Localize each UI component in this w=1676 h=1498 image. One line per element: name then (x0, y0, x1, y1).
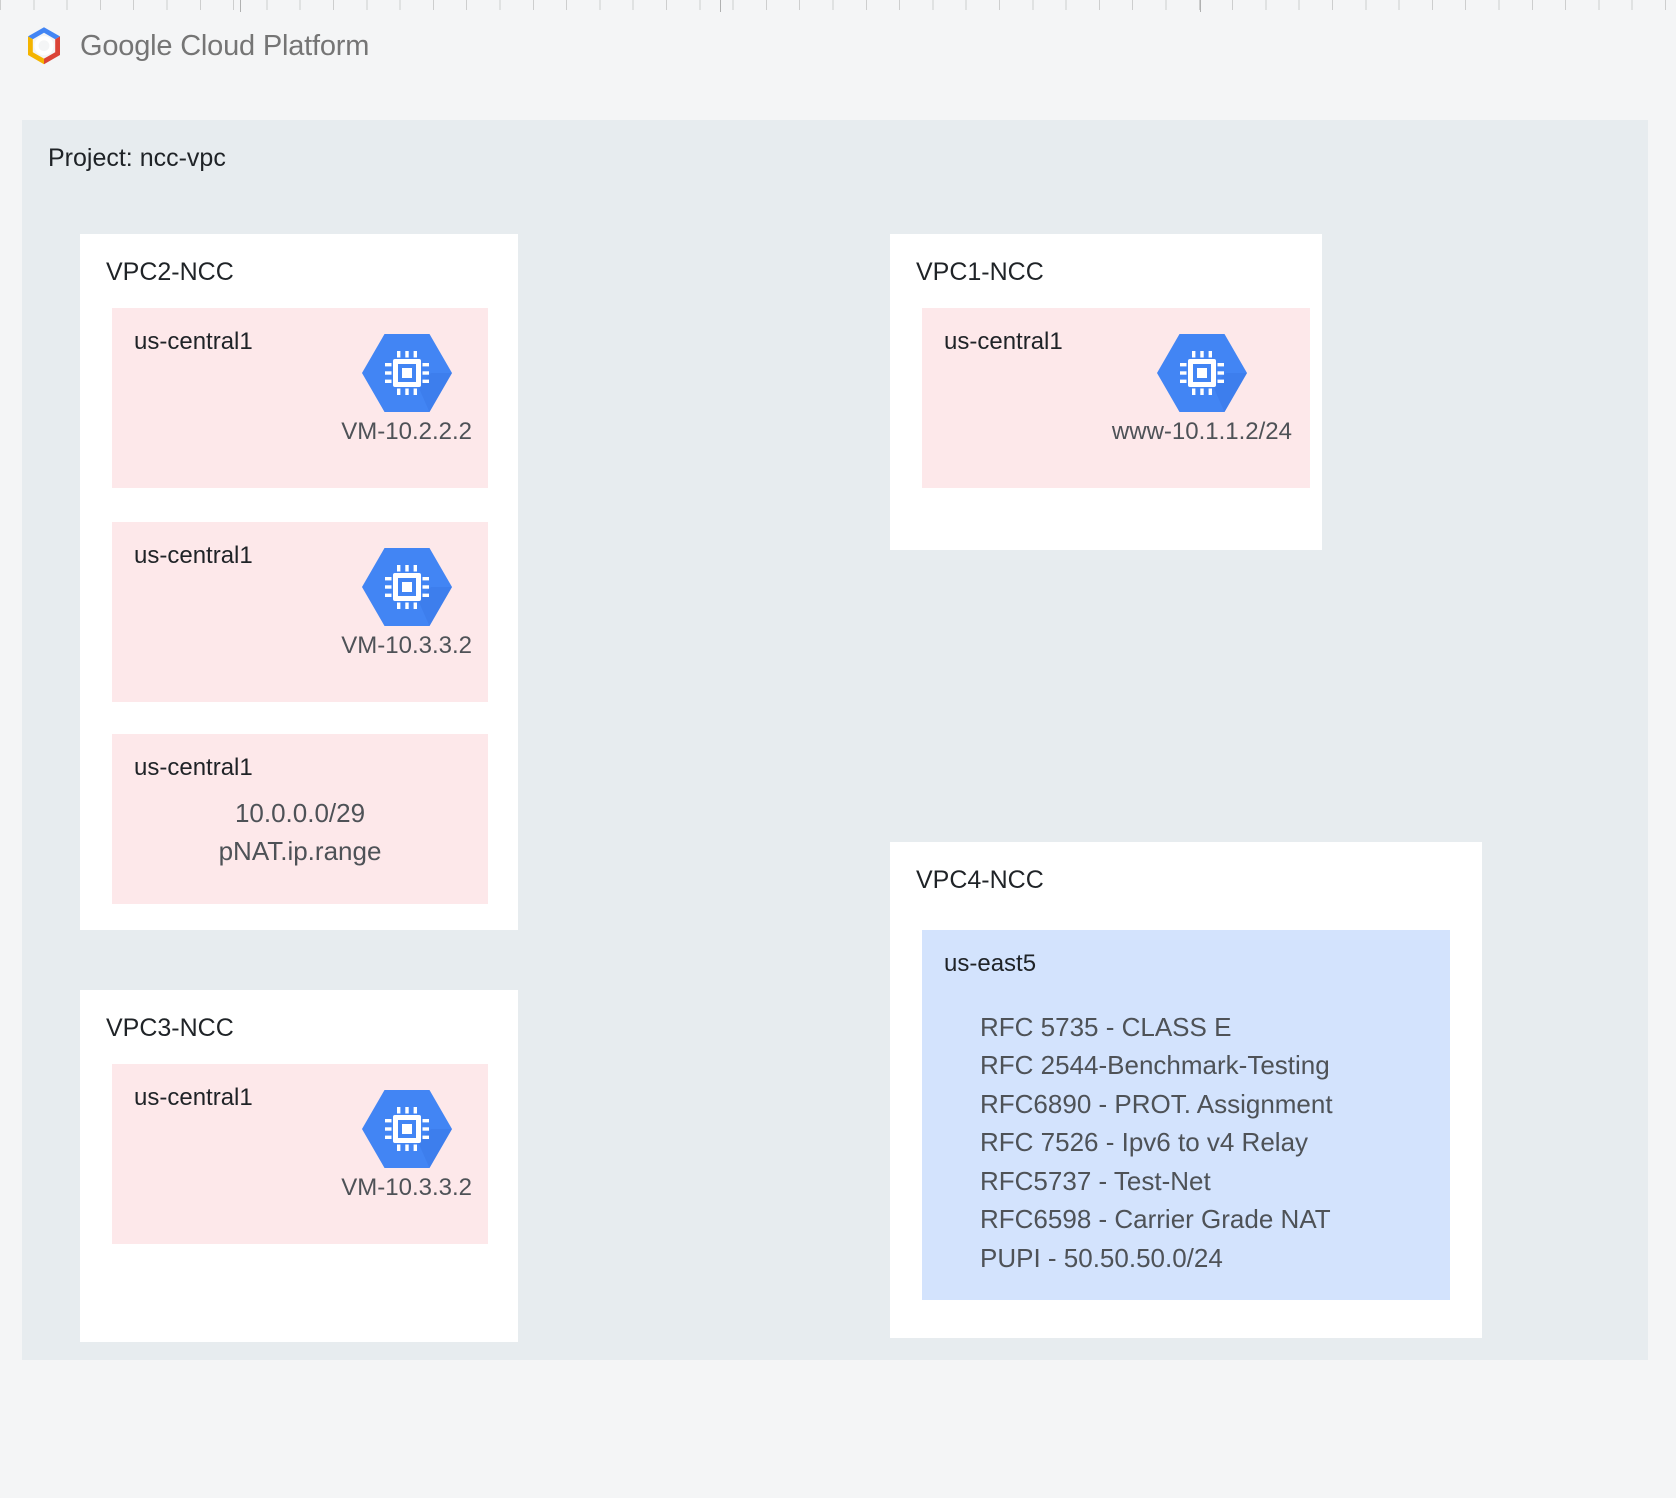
vm-caption: VM-10.2.2.2 (341, 418, 472, 445)
ruler-major-tick (1200, 0, 1201, 12)
rfc-list-item: RFC6890 - PROT. Assignment (980, 1088, 1333, 1119)
vm-instance-block[interactable]: VM-10.3.3.2 (341, 544, 472, 660)
pnat-line: pNAT.ip.range (218, 836, 382, 867)
vm-caption: VM-10.3.3.2 (341, 632, 472, 659)
subnet-card-vm-10-3-3-2[interactable]: us-central1 (112, 522, 488, 702)
subnet-card-pnat-range[interactable]: us-central1 10.0.0.0/29 pNAT.ip.range (112, 734, 488, 904)
vm-caption: VM-10.3.3.2 (341, 1174, 472, 1201)
vm-caption: www-10.1.1.2/24 (1111, 418, 1292, 445)
vm-instance-block[interactable]: www-10.1.1.2/24 (1112, 330, 1292, 446)
vm-instance-icon (1156, 330, 1248, 416)
subnet-card-www-10-1-1-2[interactable]: us-central1 (922, 308, 1310, 488)
vpc-card-vpc3[interactable]: VPC3-NCC us-central1 (80, 990, 518, 1342)
region-label: us-central1 (134, 542, 253, 569)
vpc-title: VPC3-NCC (106, 1014, 234, 1042)
pnat-range-text: 10.0.0.0/29 pNAT.ip.range (112, 794, 488, 871)
rfc-list-item: RFC 5735 - CLASS E (980, 1012, 1232, 1042)
rfc-list-item: RFC 2544-Benchmark-Testing (980, 1050, 1330, 1081)
region-label: us-central1 (134, 328, 253, 355)
vpc-title: VPC4-NCC (916, 866, 1044, 894)
vm-instance-block[interactable]: VM-10.2.2.2 (341, 330, 472, 446)
region-label: us-central1 (134, 1084, 253, 1111)
vpc-title: VPC1-NCC (916, 258, 1044, 286)
google-cloud-logo-icon (22, 24, 66, 68)
brand-wordmark: Google Cloud Platform (80, 30, 369, 63)
region-label: us-central1 (944, 328, 1063, 355)
vpc-title: VPC2-NCC (106, 258, 234, 286)
rfc-list-item: RFC 7526 - Ipv6 to v4 Relay (980, 1127, 1309, 1158)
vm-instance-icon (361, 330, 453, 416)
brand-header: Google Cloud Platform (22, 24, 369, 68)
vm-instance-icon (361, 544, 453, 630)
rfc-list-item: PUPI - 50.50.50.0/24 (980, 1242, 1223, 1273)
project-label: Project: ncc-vpc (48, 144, 226, 172)
region-label: us-central1 (134, 754, 253, 781)
subnet-card-vm-10-2-2-2[interactable]: us-central1 (112, 308, 488, 488)
project-canvas: Project: ncc-vpc VPC2-NCC us-central1 (22, 120, 1648, 1360)
ruler-major-tick (720, 0, 721, 12)
subnet-card-us-east5-rfc[interactable]: us-east5 RFC 5735 - CLASS E RFC 2544-Ben… (922, 930, 1450, 1300)
rfc-list-item: RFC6598 - Carrier Grade NAT (980, 1204, 1331, 1235)
vpc-card-vpc1[interactable]: VPC1-NCC us-central1 (890, 234, 1322, 550)
region-label: us-east5 (944, 950, 1037, 977)
top-ruler (0, 0, 1676, 12)
rfc-list-item: RFC5737 - Test-Net (980, 1165, 1211, 1196)
subnet-card-vm-10-3-3-2[interactable]: us-central1 (112, 1064, 488, 1244)
brand-word-google: Google (80, 29, 173, 62)
vm-instance-icon (361, 1086, 453, 1172)
brand-word-cloud-platform: Cloud Platform (180, 29, 370, 62)
vpc-card-vpc2[interactable]: VPC2-NCC us-central1 (80, 234, 518, 930)
ruler-major-tick (240, 0, 241, 12)
vm-instance-block[interactable]: VM-10.3.3.2 (341, 1086, 472, 1202)
pnat-line: 10.0.0.0/29 (234, 798, 366, 828)
rfc-list: RFC 5735 - CLASS E RFC 2544-Benchmark-Te… (980, 1008, 1333, 1277)
vpc-card-vpc4[interactable]: VPC4-NCC us-east5 RFC 5735 - CLASS E RFC… (890, 842, 1482, 1338)
